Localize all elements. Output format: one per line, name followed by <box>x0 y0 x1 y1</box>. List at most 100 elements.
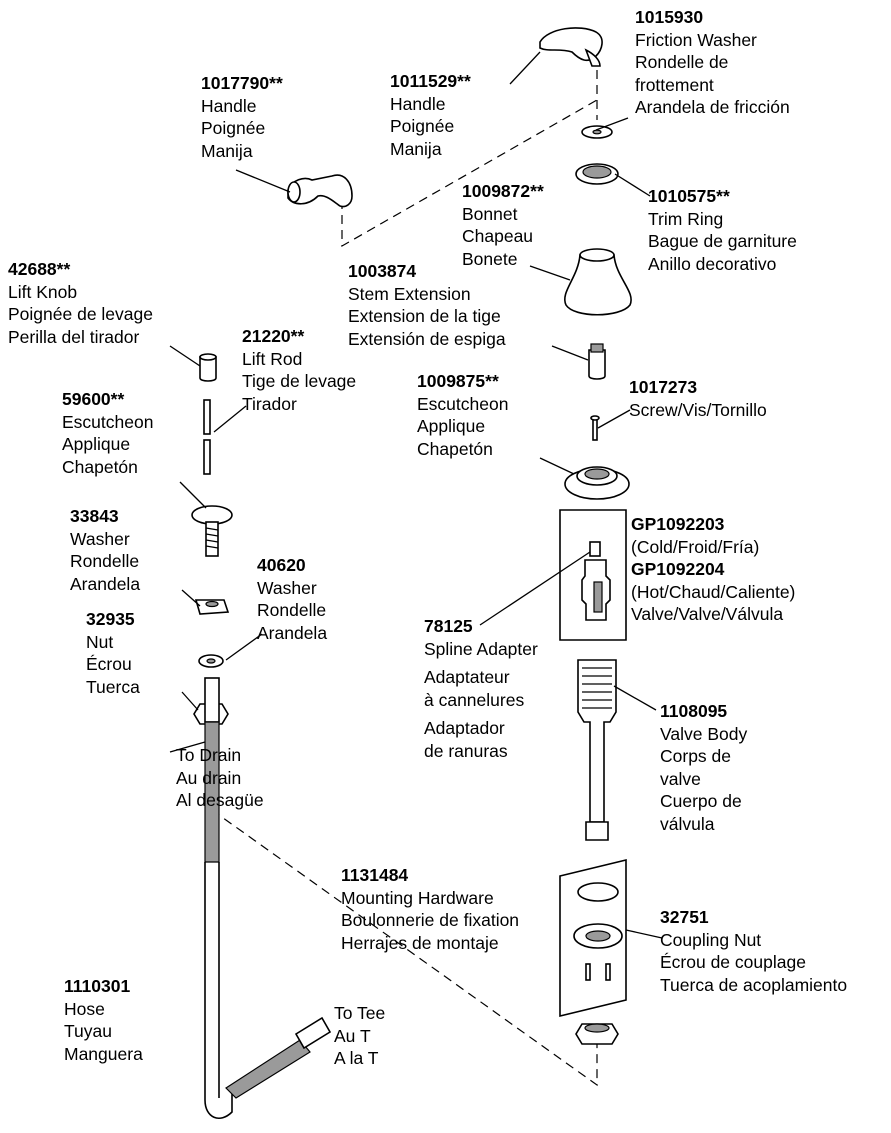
part-desc: Lift Rod <box>242 348 303 369</box>
part-number: 1011529** <box>390 71 471 91</box>
part-desc: Nut <box>86 631 114 652</box>
part-desc: Bonnet <box>462 203 518 224</box>
part-desc: Bonete <box>462 248 518 269</box>
part-desc: Tuerca de acoplamiento <box>660 974 848 995</box>
part-desc: Herrajes de montaje <box>341 932 499 953</box>
part-desc: Manguera <box>64 1043 143 1064</box>
part-desc: Tirador <box>242 393 297 414</box>
lead-1017273 <box>597 409 631 429</box>
label-1003874: 1003874 Stem Extension Extension de la t… <box>348 260 506 350</box>
trim-ring-1010575 <box>575 163 619 185</box>
part-desc: Escutcheon <box>62 411 154 432</box>
part-number: 1009872** <box>462 181 544 201</box>
handle-assembly-dash <box>341 99 598 248</box>
part-number: GP1092203 <box>631 514 725 534</box>
label-1011529: 1011529** Handle Poignée Manija <box>390 70 471 160</box>
part-number: 1131484 <box>341 865 409 885</box>
lead-32751 <box>625 929 663 939</box>
lead-1010575 <box>614 173 651 197</box>
part-desc: Poignée <box>390 116 455 136</box>
part-number: 32751 <box>660 907 709 927</box>
part-desc: Chapetón <box>417 438 493 459</box>
label-78125: 78125 Spline Adapter Adaptateur à cannel… <box>424 615 538 762</box>
part-number: 32935 <box>86 609 135 629</box>
part-desc: (Cold/Froid/Fría) <box>631 536 760 557</box>
part-desc: Corps de <box>660 746 732 766</box>
label-32751: 32751 Coupling Nut Écrou de couplage Tue… <box>660 906 847 996</box>
part-number: 1108095 <box>660 701 728 721</box>
note-line: Au T <box>334 1025 371 1046</box>
part-desc: Poignée de levage <box>8 304 153 324</box>
part-desc: Spline Adapter <box>424 638 538 659</box>
label-1010575: 1010575** Trim Ring Bague de garniture A… <box>648 185 797 275</box>
lead-1009872 <box>529 265 571 281</box>
washer-40620 <box>198 654 224 668</box>
lead-1003874 <box>551 345 589 361</box>
label-1015930: 1015930 Friction Washer Rondelle de frot… <box>635 6 790 119</box>
lead-1017790 <box>235 169 291 193</box>
label-1009875: 1009875** Escutcheon Applique Chapetón <box>417 370 508 460</box>
part-desc: Chapeau <box>462 226 534 246</box>
part-number: 1009875** <box>417 371 499 391</box>
part-number: 78125 <box>424 616 473 636</box>
part-desc: (Hot/Chaud/Caliente) <box>631 581 796 602</box>
note-line: Au drain <box>176 767 242 788</box>
part-desc: Mounting Hardware <box>341 887 494 908</box>
part-desc: Trim Ring <box>648 208 724 229</box>
lead-59600 <box>179 481 207 509</box>
label-1110301: 1110301 Hose Tuyau Manguera <box>64 975 143 1065</box>
hose-1110301 <box>204 677 332 1120</box>
part-desc: válvula <box>660 813 715 834</box>
part-desc: Boulonnerie de fixation <box>341 910 520 930</box>
part-desc: Applique <box>417 416 486 436</box>
handle-1011529 <box>539 27 603 67</box>
lift-knob-42688 <box>199 353 217 382</box>
part-desc: Handle <box>390 93 446 114</box>
part-number: 59600** <box>62 389 125 409</box>
lead-1009875 <box>539 457 575 475</box>
part-desc: Valve Body <box>660 723 748 744</box>
bonnet-1009872 <box>564 248 632 316</box>
label-40620: 40620 Washer Rondelle Arandela <box>257 554 327 644</box>
part-desc: Adaptateur <box>424 667 510 687</box>
part-number: 1017790** <box>201 73 283 93</box>
part-desc: Escutcheon <box>417 393 509 414</box>
part-desc: Screw/Vis/Tornillo <box>629 399 767 420</box>
part-number: 42688** <box>8 259 71 279</box>
label-59600: 59600** Escutcheon Applique Chapetón <box>62 388 153 478</box>
lead-42688 <box>169 345 201 367</box>
part-desc: Perilla del tirador <box>8 326 140 347</box>
part-desc: Arandela <box>70 573 141 594</box>
lead-1108095 <box>613 685 657 711</box>
coupling-nut-32751 <box>575 1023 619 1045</box>
part-desc: Tuyau <box>64 1021 112 1041</box>
part-desc: frottement <box>635 74 714 95</box>
part-desc: Arandela <box>257 622 328 643</box>
part-desc: Washer <box>70 528 130 549</box>
note-line: A la T <box>334 1048 379 1068</box>
part-desc: Extensión de espiga <box>348 328 506 349</box>
part-desc: Cuerpo de <box>660 791 742 811</box>
label-1017273: 1017273 Screw/Vis/Tornillo <box>629 376 767 421</box>
stem-extension-1003874 <box>588 343 606 380</box>
valve-body-1108095 <box>577 659 617 841</box>
part-desc: Poignée <box>201 118 266 138</box>
part-number: 33843 <box>70 506 119 526</box>
note-line: To Tee <box>334 1003 386 1023</box>
part-number: 1110301 <box>64 976 131 996</box>
label-1009872: 1009872** Bonnet Chapeau Bonete <box>462 180 544 270</box>
part-desc: Anillo decorativo <box>648 253 777 274</box>
part-desc: valve <box>660 768 701 789</box>
lift-rod-21220 <box>203 399 211 475</box>
label-1017790: 1017790** Handle Poignée Manija <box>201 72 283 162</box>
part-number: 1010575** <box>648 186 730 206</box>
hose-assembly-dash <box>211 809 598 1087</box>
part-desc: Lift Knob <box>8 281 78 302</box>
valve-cartridge-gp1092203 <box>581 541 611 621</box>
lead-1110301 <box>169 741 206 753</box>
escutcheon-1009875 <box>564 466 630 500</box>
escutcheon-59600 <box>191 505 233 557</box>
part-desc: Rondelle de <box>635 52 729 72</box>
